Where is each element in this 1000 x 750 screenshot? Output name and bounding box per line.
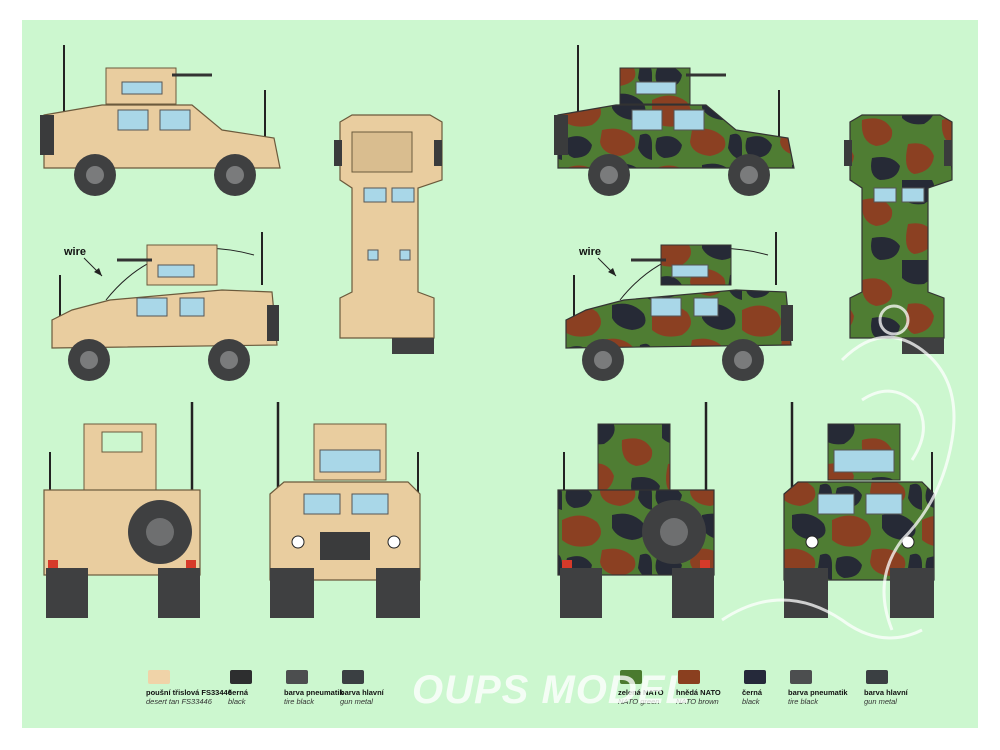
legend-nato-brown: hnědá NATO NATO brown bbox=[676, 670, 756, 706]
legend-gun-metal: barva hlavní gun metal bbox=[340, 670, 420, 706]
desert-side-view-right bbox=[40, 45, 281, 196]
watermark-mascot bbox=[721, 304, 956, 640]
swatch-tire-black-right bbox=[790, 670, 812, 684]
wire-label-left: wire bbox=[64, 246, 87, 258]
legend-black: černá black bbox=[228, 670, 308, 706]
desert-top-view bbox=[334, 114, 443, 354]
camo-rear-view bbox=[557, 402, 715, 618]
wire-label-right: wire bbox=[579, 246, 602, 258]
camo-front-view bbox=[783, 402, 935, 618]
legend-desert-tan: poušní třislová FS33446 desert tan FS334… bbox=[146, 670, 232, 706]
swatch-gun-metal-right bbox=[866, 670, 888, 684]
legend-tire-black-right: barva pneumatik tire black bbox=[788, 670, 868, 706]
desert-side-view-left bbox=[51, 232, 279, 381]
color-profile-sheet: wire wire poušní třislová FS33446 desert… bbox=[22, 20, 978, 728]
watermark-text: OUPS MODEL bbox=[412, 668, 691, 712]
desert-front-view bbox=[269, 402, 421, 618]
legend-camo-black: černá black bbox=[742, 670, 822, 706]
vehicle-artwork bbox=[40, 45, 956, 640]
legend-tire-black: barva pneumatik tire black bbox=[284, 670, 364, 706]
legend-gun-metal-right: barva hlavní gun metal bbox=[864, 670, 944, 706]
camo-top-view bbox=[844, 114, 953, 354]
swatch-tire-black bbox=[286, 670, 308, 684]
camo-side-view-right bbox=[554, 45, 795, 196]
desert-rear-view bbox=[43, 402, 201, 618]
swatch-nato-green bbox=[620, 670, 642, 684]
camo-side-view-left bbox=[565, 232, 793, 381]
swatch-black bbox=[230, 670, 252, 684]
swatch-desert-tan bbox=[148, 670, 170, 684]
legend-nato-green: zelená NATO NATO green bbox=[618, 670, 698, 706]
swatch-gun-metal bbox=[342, 670, 364, 684]
swatch-nato-brown bbox=[678, 670, 700, 684]
swatch-camo-black bbox=[744, 670, 766, 684]
